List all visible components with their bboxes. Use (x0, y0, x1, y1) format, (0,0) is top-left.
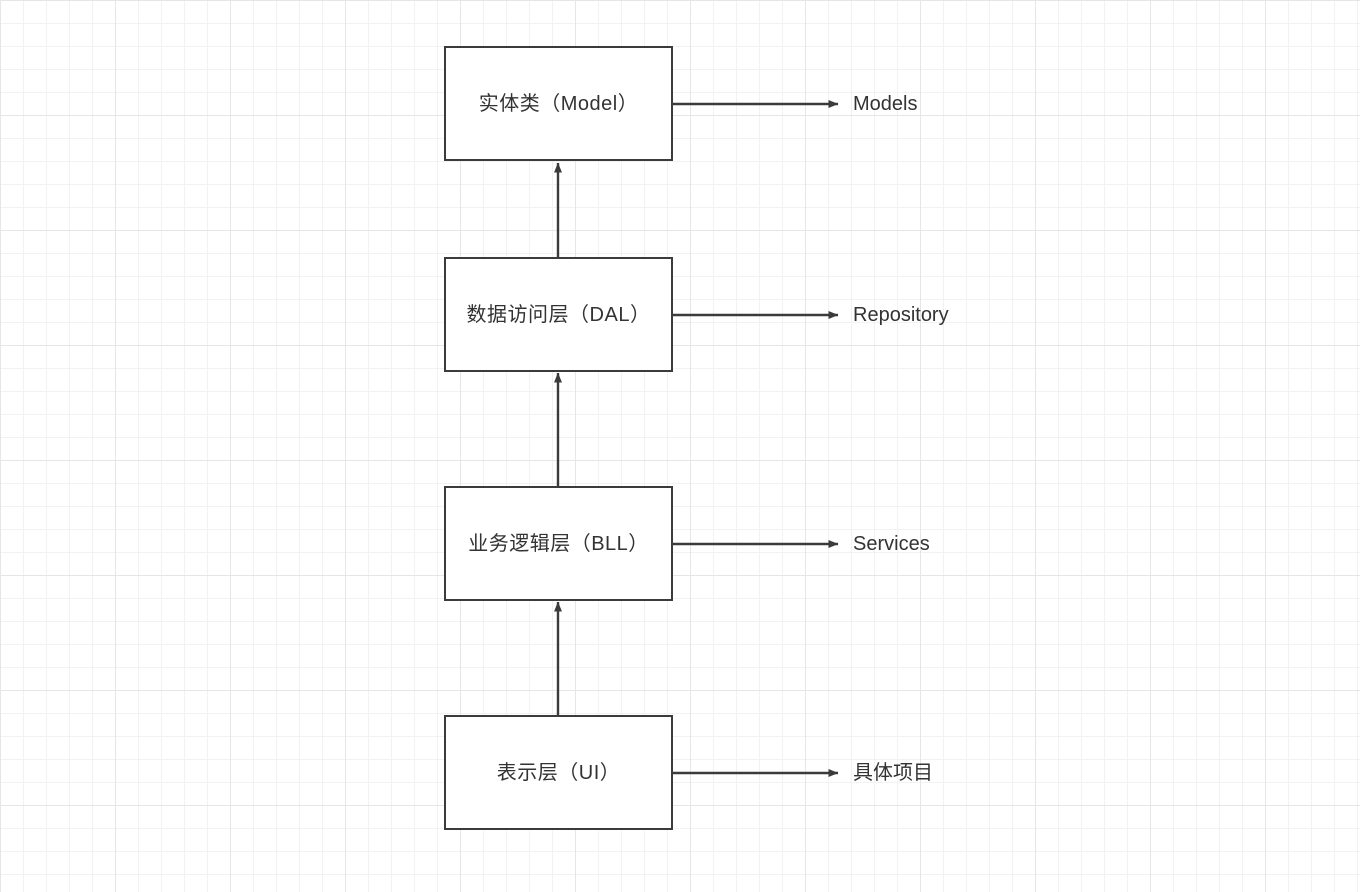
node-label-bll: 业务逻辑层（BLL） (468, 532, 649, 555)
side-label-repository: Repository (853, 304, 949, 326)
node-box-dal[interactable]: 数据访问层（DAL） (444, 257, 673, 372)
node-box-model[interactable]: 实体类（Model） (444, 46, 673, 161)
side-label-models: Models (853, 93, 918, 115)
side-label-services: Services (853, 533, 930, 555)
side-label-project: 具体项目 (853, 762, 933, 784)
horizontal-arrow-group (673, 100, 839, 777)
node-box-ui[interactable]: 表示层（UI） (444, 715, 673, 830)
node-label-ui: 表示层（UI） (496, 761, 621, 784)
node-label-model: 实体类（Model） (478, 92, 639, 115)
node-box-bll[interactable]: 业务逻辑层（BLL） (444, 486, 673, 601)
node-label-dal: 数据访问层（DAL） (466, 303, 651, 326)
